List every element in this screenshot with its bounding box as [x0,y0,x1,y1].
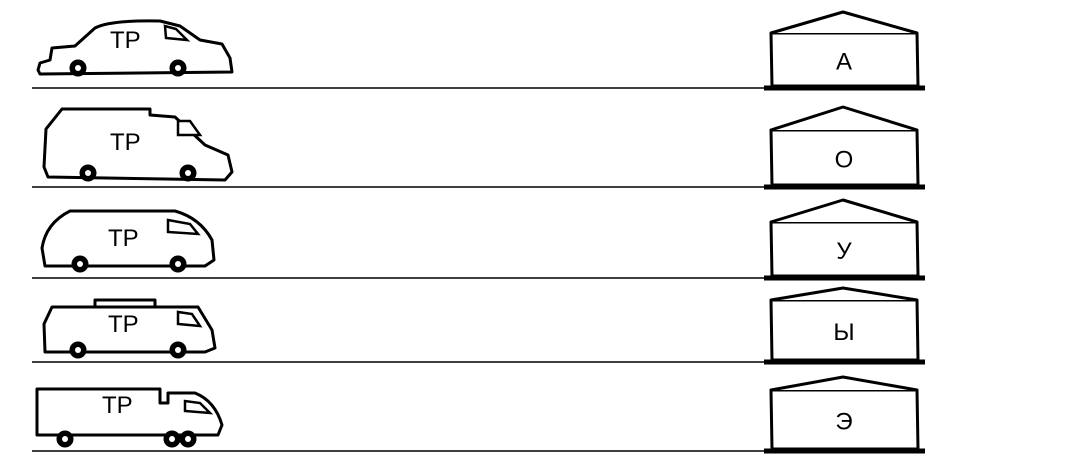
vehicle-window [163,24,191,42]
van-icon: ТР [42,107,234,182]
worksheet-row: ТР У [32,198,925,281]
vehicle-label: ТР [102,392,133,419]
worksheet-row: ТР Э [32,375,925,454]
wheel-hub [175,65,181,71]
house-letter: О [835,147,854,174]
truck-icon: ТР [35,387,224,448]
house-icon: Э [764,375,925,454]
house-roof [770,198,918,224]
vehicle-label: ТР [108,311,139,338]
vehicle-body [35,387,224,437]
house-letter: Ы [833,319,854,346]
vehicle-window [176,119,203,137]
vehicle-label: ТР [108,225,139,252]
house-roof [770,105,918,132]
wheel-hub [75,65,81,71]
roof-rack [93,298,157,307]
house-icon: У [764,198,925,281]
house-roof [770,10,918,35]
sedan-icon: ТР [36,19,234,77]
vehicle-label: ТР [110,27,141,54]
vehicle-label: ТР [110,129,141,156]
wheel-hub [62,436,68,442]
house-icon: Ы [764,286,925,365]
house-icon: О [764,105,925,190]
vehicle-window [183,399,214,415]
house-letter: А [836,49,852,76]
vehicle-body [36,19,234,76]
vehicle-window [166,218,201,236]
minivan-icon: ТР [40,209,216,273]
wheel-hub [185,170,191,176]
worksheet-row: ТР Ы [32,286,925,365]
bus-icon: ТР [42,298,217,359]
house-letter: Э [835,409,852,436]
house-roof [770,286,918,302]
house-letter: У [836,238,852,265]
wheel-hub [175,261,181,267]
vehicle-body [42,305,217,354]
worksheet-row: ТР О [32,105,925,190]
wheel-hub [77,261,83,267]
wheel-hub [85,170,91,176]
wheel-hub [185,436,191,442]
vehicle-window [176,310,203,328]
wheel-hub [169,436,175,442]
worksheet-row: ТР А [32,10,925,91]
wheel-hub [175,347,181,353]
house-icon: А [764,10,925,91]
house-roof [770,375,918,392]
wheel-hub [75,347,81,353]
